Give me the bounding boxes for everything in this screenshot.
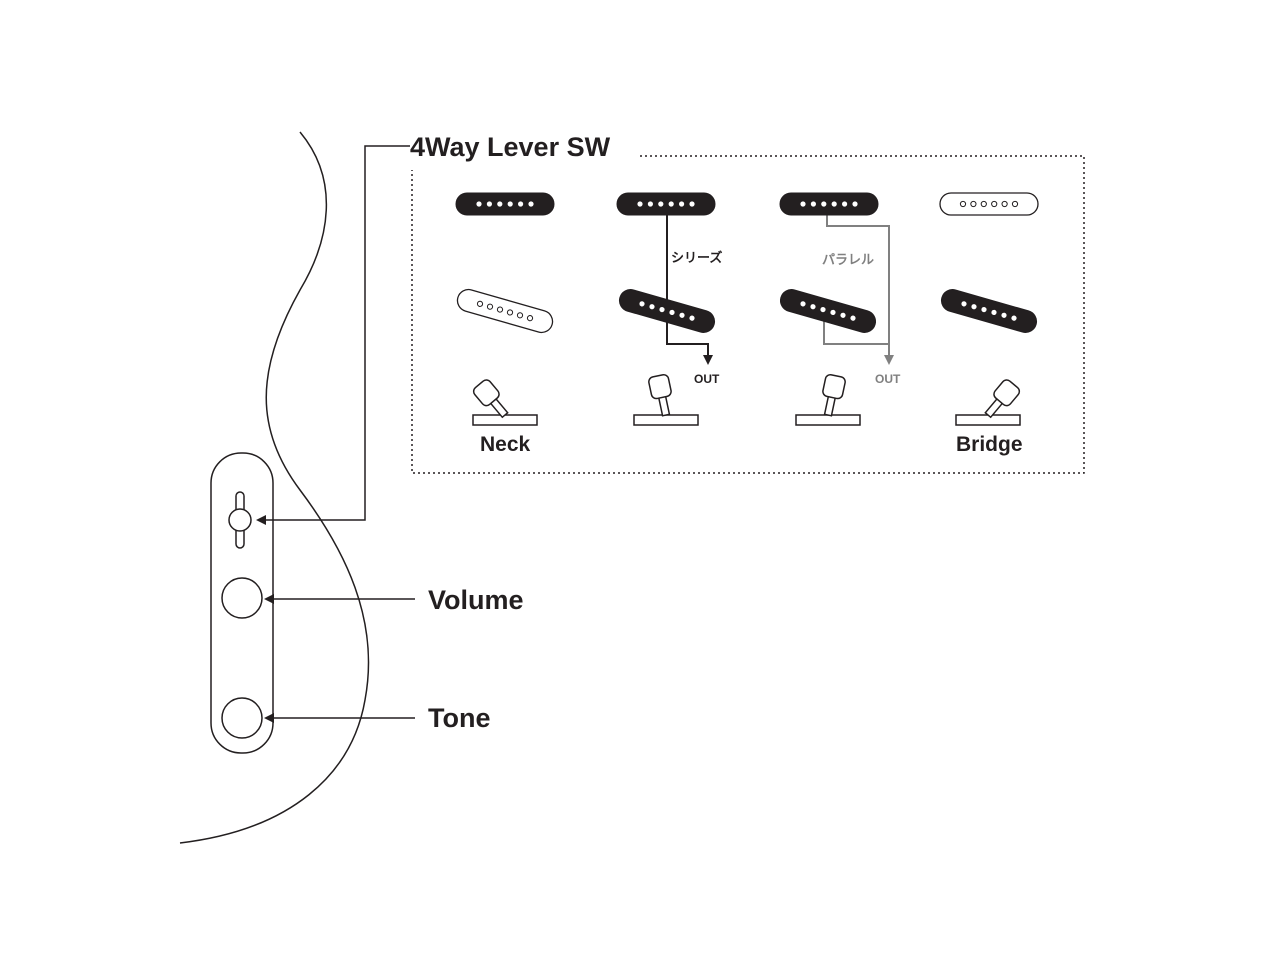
tone-knob[interactable] xyxy=(221,697,263,739)
pole-piece xyxy=(970,200,977,208)
pole-piece xyxy=(830,309,836,316)
parallel-label: パラレル xyxy=(822,252,874,267)
pole-piece xyxy=(820,306,826,313)
pole-piece xyxy=(528,201,534,207)
positions-frame xyxy=(411,155,1085,474)
pole-piece xyxy=(991,200,998,208)
pole-piece xyxy=(507,201,513,207)
position-4-label: Bridge xyxy=(956,433,1023,456)
pole-piece xyxy=(840,312,846,318)
lever-leader-line xyxy=(256,145,410,525)
pole-piece xyxy=(637,201,643,207)
tone-label: Tone xyxy=(428,703,491,733)
pole-piece xyxy=(486,201,492,207)
pole-piece xyxy=(476,201,482,207)
pole-piece xyxy=(668,201,674,207)
pole-piece xyxy=(497,201,503,207)
series-label: シリーズ xyxy=(671,250,722,265)
pickup-bridge-pos1 xyxy=(456,288,554,334)
pole-piece xyxy=(991,309,997,316)
pole-piece xyxy=(842,201,848,207)
parallel-out-label: OUT xyxy=(875,372,901,386)
pole-piece xyxy=(689,201,695,207)
pickup-neck-pos2 xyxy=(616,192,716,216)
pole-piece xyxy=(959,200,967,208)
pickup-neck-pos3 xyxy=(779,192,879,216)
volume-knob[interactable] xyxy=(221,577,263,619)
pole-piece xyxy=(852,201,858,207)
pole-piece xyxy=(649,304,655,310)
pole-piece xyxy=(658,201,664,207)
parallel-wire-bottom xyxy=(823,321,889,345)
pole-piece xyxy=(516,312,524,319)
pickup-bridge-pos4 xyxy=(940,289,1038,333)
pole-piece xyxy=(981,306,987,313)
pole-piece xyxy=(850,315,856,321)
pole-piece xyxy=(971,304,977,310)
pole-piece xyxy=(821,201,827,207)
pole-piece xyxy=(1001,312,1007,318)
pole-piece xyxy=(679,312,685,318)
pole-piece xyxy=(810,304,816,310)
pole-piece xyxy=(659,306,665,313)
control-plate xyxy=(210,452,274,754)
series-out-label: OUT xyxy=(694,372,720,386)
pole-piece xyxy=(800,301,806,307)
pickup-bridge-pos2 xyxy=(618,289,716,333)
pole-piece xyxy=(689,315,695,321)
pole-piece xyxy=(476,300,484,307)
lever-icon-pos2 xyxy=(633,373,699,426)
lever-icon-pos3 xyxy=(795,373,861,426)
pole-piece xyxy=(669,309,675,316)
pole-piece xyxy=(980,200,987,208)
pickup-neck-pos1 xyxy=(455,192,555,216)
pole-piece xyxy=(518,201,524,207)
volume-label: Volume xyxy=(428,585,524,615)
pole-piece xyxy=(486,303,494,310)
pole-piece xyxy=(526,315,534,322)
pole-piece xyxy=(647,201,653,207)
pole-piece xyxy=(1001,200,1008,208)
position-1-label: Neck xyxy=(480,433,531,456)
lever-switch-knob[interactable] xyxy=(228,508,252,532)
series-wire xyxy=(666,214,713,365)
pole-piece xyxy=(800,201,806,207)
pole-piece xyxy=(810,201,816,207)
pole-piece xyxy=(679,201,685,207)
lever-icon-pos1 xyxy=(472,379,538,426)
pole-piece xyxy=(1011,200,1019,208)
parallel-wire-top xyxy=(826,214,894,365)
pole-piece xyxy=(831,201,837,207)
pole-piece xyxy=(496,306,504,313)
pickup-neck-pos4 xyxy=(939,192,1039,216)
lever-icon-pos4 xyxy=(955,379,1021,426)
pole-piece xyxy=(506,309,514,316)
pole-piece xyxy=(639,301,645,307)
pickup-bridge-pos3 xyxy=(779,289,877,333)
guitar-body-outline xyxy=(179,131,370,844)
pole-piece xyxy=(961,301,967,307)
pole-piece xyxy=(1011,315,1017,321)
switch-title: 4Way Lever SW xyxy=(410,132,611,162)
